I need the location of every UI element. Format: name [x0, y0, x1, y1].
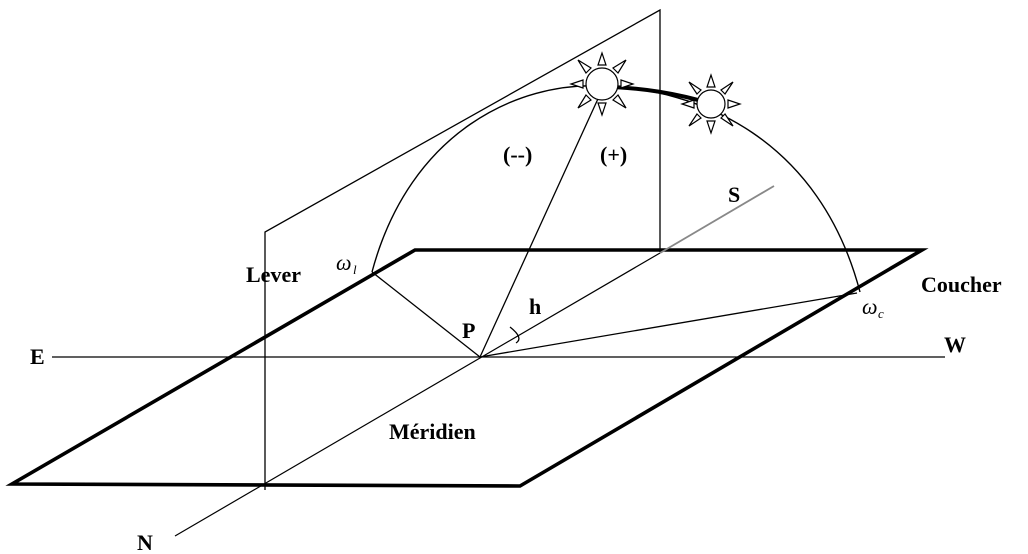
- south-axis-extension: [659, 185, 775, 254]
- label-south: S: [728, 182, 740, 207]
- ray-to-sunrise: [371, 271, 481, 358]
- horizon-plane: [5, 248, 929, 488]
- label-omega-sunset: ω: [862, 294, 878, 319]
- ray-to-sunset: [479, 292, 858, 358]
- label-sunset: Coucher: [921, 272, 1002, 297]
- label-sunrise: Lever: [246, 262, 301, 287]
- altitude-angle-arc: [509, 326, 520, 344]
- label-omega-sunrise-subscript: l: [353, 262, 357, 277]
- label-altitude: h: [529, 294, 541, 319]
- sun-path-arc: [371, 85, 861, 293]
- label-omega-sunset-subscript: c: [878, 306, 884, 321]
- label-west: W: [944, 332, 966, 357]
- sun-icon: [569, 51, 635, 117]
- label-point: P: [462, 318, 475, 343]
- meridian-plane: [264, 8, 661, 490]
- north-south-axis: [174, 252, 661, 537]
- label-north: N: [137, 530, 153, 554]
- label-before-noon: (--): [503, 142, 532, 167]
- label-after-noon: (+): [600, 142, 627, 167]
- ray-to-sun: [479, 89, 603, 358]
- rays-from-point: [371, 89, 858, 358]
- label-omega-sunrise: ω: [336, 250, 352, 275]
- label-east: E: [30, 344, 45, 369]
- label-meridian: Méridien: [389, 419, 476, 444]
- meridian-plane-outline: [264, 8, 661, 490]
- sun-icon: [680, 73, 742, 135]
